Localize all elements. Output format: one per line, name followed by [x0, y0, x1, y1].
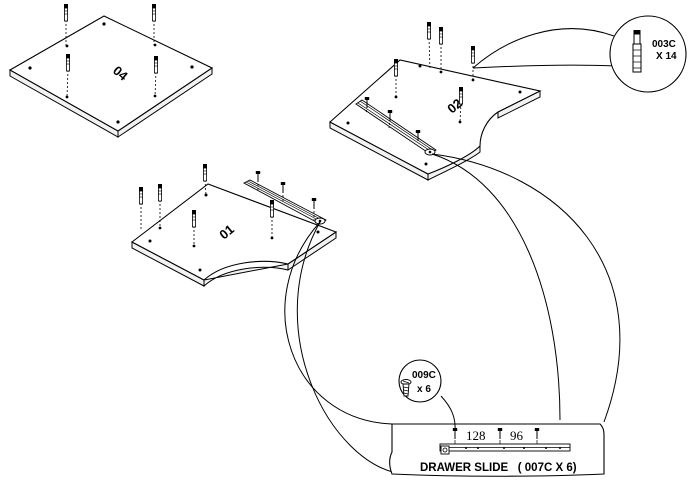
drawer-slide-rail-01: [243, 179, 327, 225]
screw-part-code: 009C: [412, 370, 436, 381]
dowel-part-code: 003C: [652, 39, 676, 50]
drawer-slide-caption: DRAWER SLIDE ( 007C X 6): [420, 462, 577, 474]
drawer-slide-body: [439, 443, 571, 455]
panel-02: 02: [329, 21, 542, 181]
dimension-128: 128: [466, 428, 486, 443]
panel-01: 01: [130, 163, 338, 288]
screw-quantity: x 6: [417, 384, 431, 395]
dimension-96: 96: [510, 428, 524, 443]
screw-callout: 009C x 6: [398, 359, 456, 433]
drawer-slide-detail: 128 96 DRAWER SLIDE ( 007C X 6): [389, 423, 605, 477]
screw-detail-icon: [400, 379, 412, 397]
dowel-callout: 003C X 14: [472, 15, 687, 93]
detail-connector-lines: [284, 153, 621, 475]
dowel-quantity: X 14: [656, 51, 677, 62]
panel-04: 04: [8, 3, 214, 138]
dowel-detail-icon: [632, 30, 642, 73]
drawer-slide-rail-02: [355, 99, 437, 156]
